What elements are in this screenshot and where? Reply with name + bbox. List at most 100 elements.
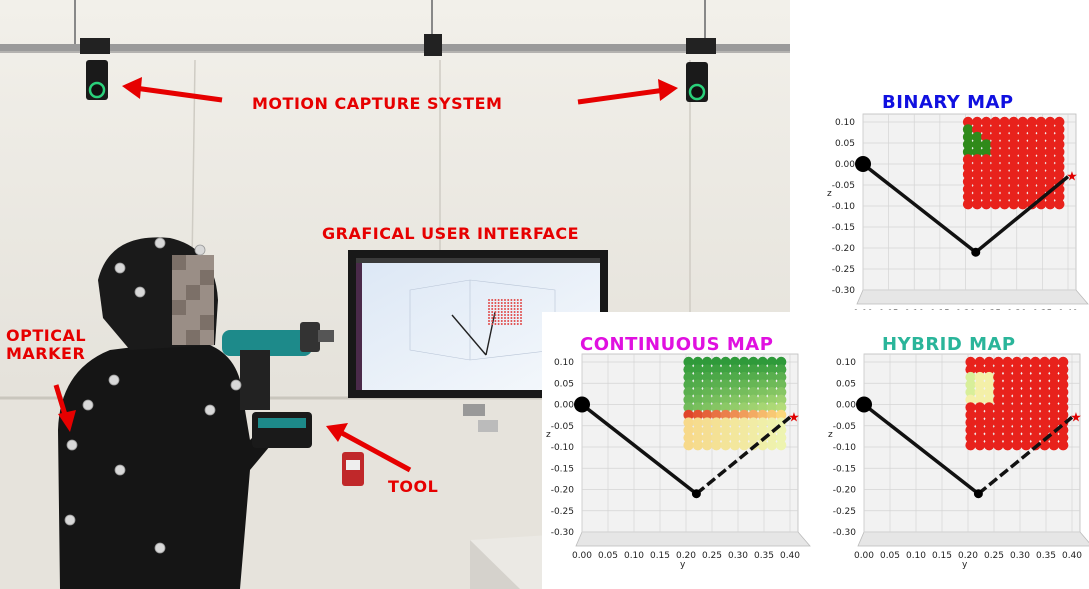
- workspace-dot: [720, 409, 731, 421]
- workspace-dot: [729, 371, 741, 383]
- workspace-dot: [981, 131, 992, 143]
- workspace-dot: [683, 424, 694, 436]
- robot-arm: ★: [855, 156, 1078, 257]
- workspace-dot: [1008, 184, 1019, 195]
- workspace-dot: [1017, 191, 1028, 202]
- z-tick-label: -0.05: [551, 422, 574, 432]
- workspace-dot: [757, 394, 768, 406]
- workspace-dot: [1011, 440, 1023, 451]
- workspace-dot: [729, 356, 741, 368]
- z-tick-label: 0.10: [554, 358, 574, 368]
- y-tick-label: 0.25: [702, 551, 722, 561]
- workspace-dot: [983, 402, 995, 413]
- workspace-dot: [1020, 424, 1032, 436]
- arm-link-2: [974, 175, 1070, 254]
- workspace-dot: [701, 379, 713, 390]
- workspace-dot: [993, 432, 1004, 443]
- workspace-dot: [1017, 154, 1028, 165]
- workspace-dot: [1057, 402, 1069, 413]
- workspace-dot: [971, 176, 983, 188]
- optical-marker-label: OPTICAL MARKER: [6, 326, 87, 364]
- gui-label: GRAFICAL USER INTERFACE: [322, 224, 580, 243]
- workspace-dot: [965, 387, 976, 398]
- workspace-dot: [1026, 131, 1038, 143]
- y-tick-label: 0.40: [1058, 309, 1078, 310]
- y-tick-label: 0.05: [879, 309, 899, 310]
- workspace-dot: [999, 169, 1010, 180]
- workspace-dot: [683, 379, 694, 390]
- workspace-dot: [683, 402, 694, 413]
- workspace-dot: [757, 409, 768, 421]
- workspace-dot: [720, 371, 731, 383]
- workspace-dot: [962, 116, 974, 128]
- hybrid-map-title: HYBRID MAP: [882, 334, 1016, 355]
- workspace-dot: [999, 146, 1010, 158]
- workspace-dot: [738, 387, 750, 398]
- workspace-dot: [1057, 432, 1069, 443]
- z-tick-label: -0.10: [832, 202, 856, 212]
- y-axis-label: y: [962, 560, 968, 570]
- y-axis-label: y: [680, 560, 686, 570]
- workspace-dot: [766, 371, 778, 383]
- workspace-dot: [1017, 184, 1028, 195]
- arm-elbow-joint: [691, 489, 701, 499]
- y-tick-label: 0.05: [598, 551, 618, 561]
- workspace-dot: [1048, 387, 1060, 398]
- workspace-dot: [1011, 356, 1023, 368]
- workspace-dot: [962, 191, 974, 202]
- workspace-dot: [965, 432, 976, 443]
- workspace-dot: [1002, 417, 1013, 428]
- workspace-dot: [683, 356, 694, 368]
- workspace-dot: [999, 131, 1010, 143]
- workspace-dot: [981, 191, 992, 202]
- workspace-dot: [1030, 402, 1041, 413]
- workspace-dot: [965, 394, 976, 406]
- workspace-dot: [1044, 124, 1056, 135]
- workspace-dot: [981, 161, 992, 173]
- workspace-dot: [974, 417, 986, 428]
- workspace-dot: [1030, 371, 1041, 383]
- workspace-dot: [738, 356, 750, 368]
- workspace-dot: [1054, 124, 1065, 135]
- workspace-dot: [1035, 154, 1047, 165]
- arm-elbow-joint: [971, 247, 981, 257]
- workspace-dot: [1039, 394, 1050, 406]
- workspace-dot: [1008, 169, 1019, 180]
- workspace-dot: [1011, 409, 1023, 421]
- workspace-dot: [974, 394, 986, 406]
- gui-monitor: [348, 250, 608, 432]
- workspace-dot: [1057, 440, 1069, 451]
- workspace-dot: [701, 432, 713, 443]
- workspace-dot: [748, 394, 759, 406]
- workspace-dot: [1008, 161, 1019, 173]
- workspace-dot: [1008, 146, 1019, 158]
- workspace-dot: [974, 379, 986, 390]
- workspace-dot: [983, 387, 995, 398]
- workspace-dot: [1026, 146, 1038, 158]
- workspace-dot: [711, 356, 722, 368]
- workspace-dot: [983, 424, 995, 436]
- workspace-dot: [1054, 116, 1065, 128]
- workspace-dot: [729, 417, 741, 428]
- workspace-dot: [711, 424, 722, 436]
- workspace-dot: [1044, 154, 1056, 165]
- z-tick-label: 0.10: [835, 118, 855, 128]
- workspace-dot: [999, 176, 1010, 188]
- workspace-dot: [999, 124, 1010, 135]
- arm-base-joint: [574, 396, 590, 413]
- workspace-dot: [748, 424, 759, 436]
- target-star-icon: ★: [788, 410, 800, 425]
- workspace-dot: [974, 371, 986, 383]
- workspace-dot: [692, 356, 704, 368]
- workspace-dot: [683, 440, 694, 451]
- y-tick-label: 0.30: [728, 551, 748, 561]
- workspace-dot: [720, 402, 731, 413]
- workspace-dot: [962, 176, 974, 188]
- workspace-dot: [766, 409, 778, 421]
- camera-rail: [0, 44, 790, 51]
- workspace-dot: [738, 409, 750, 421]
- workspace-dot: [999, 191, 1010, 202]
- workspace-dot: [1039, 424, 1050, 436]
- workspace-dot: [701, 356, 713, 368]
- workspace-dot: [1002, 379, 1013, 390]
